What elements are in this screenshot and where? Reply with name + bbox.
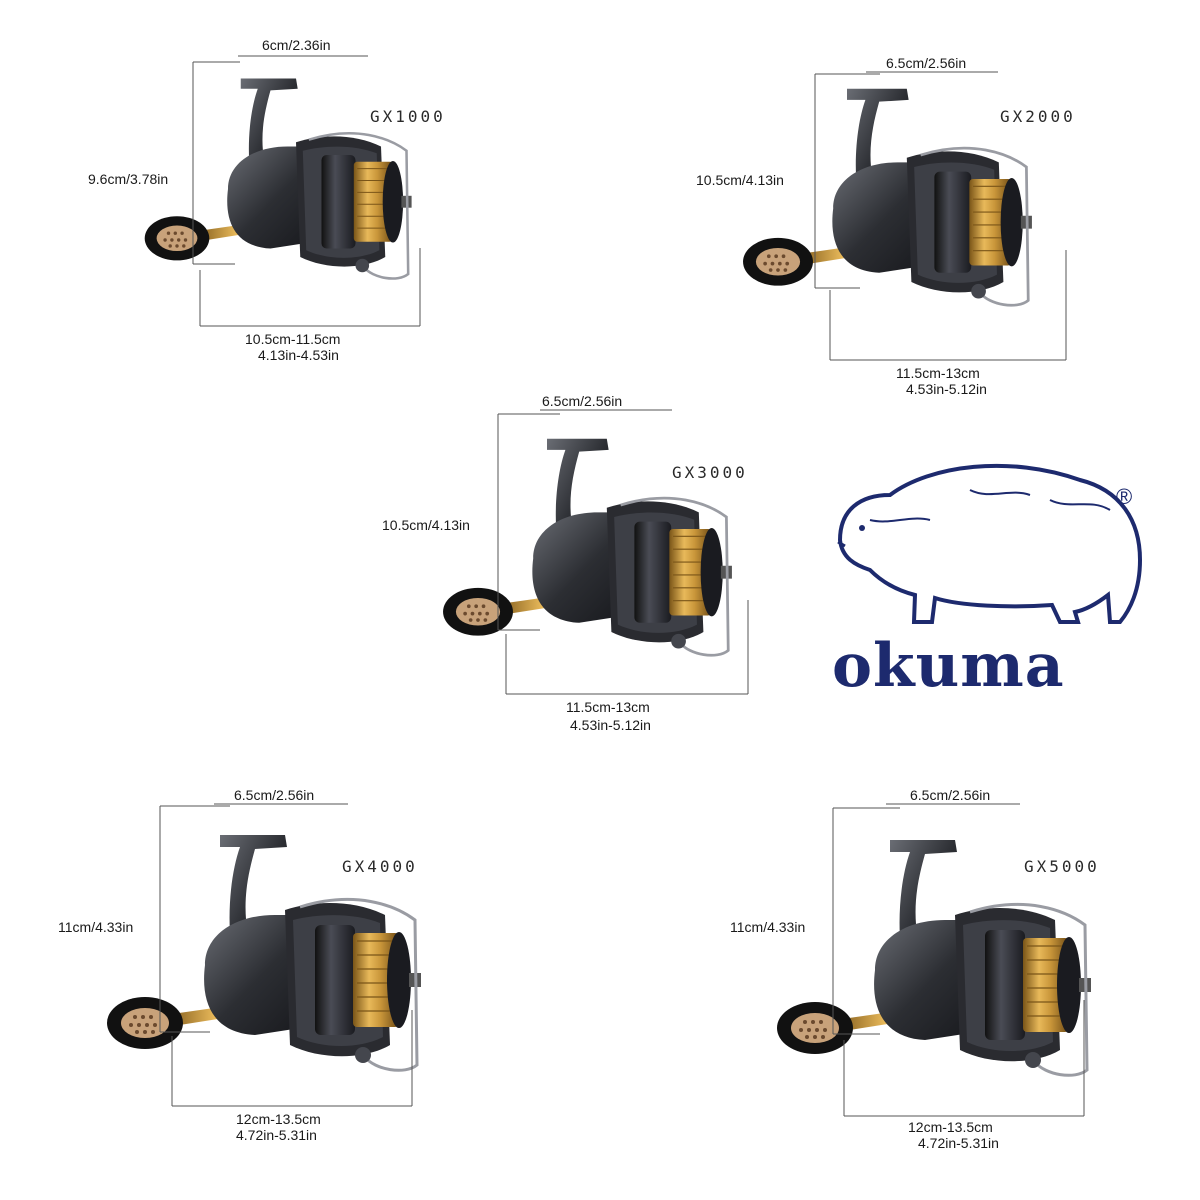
height-label: 10.5cm/4.13in <box>382 517 470 533</box>
reel-gx3000: 6.5cm/2.56in 10.5cm/4.13in 11.5cm-13cm 4… <box>382 393 749 733</box>
model-label: GX4000 <box>342 857 418 876</box>
length-cm-label: 12cm-13.5cm <box>236 1111 321 1127</box>
model-label: GX2000 <box>1000 107 1076 126</box>
height-label: 9.6cm/3.78in <box>88 171 168 187</box>
length-in-label: 4.72in-5.31in <box>236 1127 317 1143</box>
length-cm-label: 10.5cm-11.5cm <box>245 331 340 347</box>
registered-mark: ® <box>1116 484 1132 509</box>
length-in-label: 4.53in-5.12in <box>570 717 651 733</box>
height-label: 10.5cm/4.13in <box>696 172 784 188</box>
length-in-label: 4.53in-5.12in <box>906 381 987 397</box>
top-width-label: 6.5cm/2.56in <box>886 55 966 71</box>
length-cm-label: 12cm-13.5cm <box>908 1119 993 1135</box>
reel-gx1000: 6cm/2.36in 9.6cm/3.78in 10.5cm-11.5cm 4.… <box>88 37 446 363</box>
polar-bear-icon <box>836 463 1142 624</box>
height-label: 11cm/4.33in <box>730 919 805 935</box>
length-in-label: 4.72in-5.31in <box>918 1135 999 1151</box>
model-label: GX5000 <box>1024 857 1100 876</box>
okuma-logo: ® okuma <box>832 463 1142 701</box>
brand-wordmark: okuma <box>832 631 1065 701</box>
reel-gx2000-image <box>741 87 1034 307</box>
reel-gx2000: 6.5cm/2.56in 10.5cm/4.13in 11.5cm-13cm 4… <box>696 55 1076 397</box>
model-label: GX1000 <box>370 107 446 126</box>
top-width-label: 6.5cm/2.56in <box>542 393 622 409</box>
top-width-label: 6.5cm/2.56in <box>910 787 990 803</box>
height-label: 11cm/4.33in <box>58 919 133 935</box>
length-cm-label: 11.5cm-13cm <box>896 365 980 381</box>
model-label: GX3000 <box>672 463 748 482</box>
length-in-label: 4.13in-4.53in <box>258 347 339 363</box>
reel-gx4000: 6.5cm/2.56in 11cm/4.33in 12cm-13.5cm 4.7… <box>58 787 423 1143</box>
top-width-label: 6cm/2.36in <box>262 37 330 53</box>
length-cm-label: 11.5cm-13cm <box>566 699 650 715</box>
top-width-label: 6.5cm/2.56in <box>234 787 314 803</box>
reel-gx5000: 6.5cm/2.56in 11cm/4.33in 12cm-13.5cm 4.7… <box>730 787 1100 1151</box>
